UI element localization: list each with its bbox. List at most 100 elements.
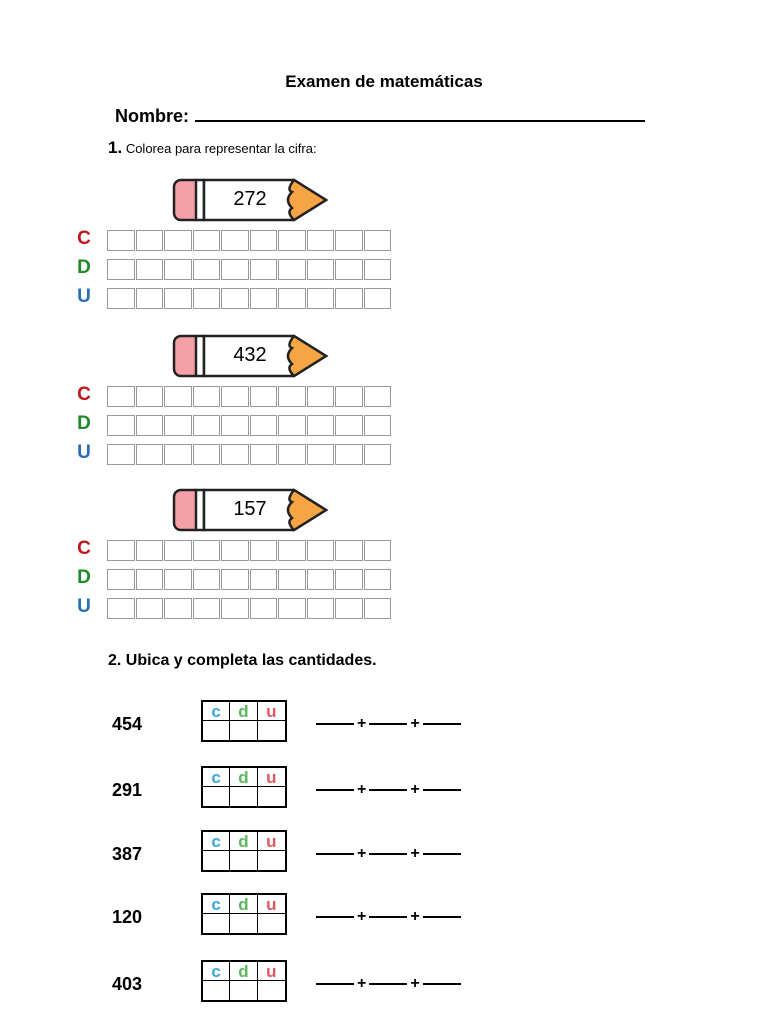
- coloring-cell[interactable]: [335, 259, 363, 280]
- coloring-cell[interactable]: [221, 230, 249, 251]
- cdu-answer-cell[interactable]: [203, 914, 231, 933]
- coloring-cell[interactable]: [192, 598, 220, 619]
- coloring-cell[interactable]: [278, 386, 306, 407]
- answer-blank[interactable]: [422, 789, 461, 791]
- coloring-cell[interactable]: [335, 569, 363, 590]
- coloring-cell[interactable]: [363, 444, 391, 465]
- answer-blank[interactable]: [422, 916, 461, 918]
- coloring-cell[interactable]: [221, 259, 249, 280]
- coloring-cell[interactable]: [249, 540, 277, 561]
- coloring-cell[interactable]: [135, 415, 163, 436]
- answer-blank[interactable]: [422, 983, 461, 985]
- coloring-cell[interactable]: [249, 259, 277, 280]
- coloring-cell[interactable]: [135, 288, 163, 309]
- coloring-cell[interactable]: [278, 259, 306, 280]
- coloring-cell[interactable]: [135, 230, 163, 251]
- coloring-cell[interactable]: [363, 288, 391, 309]
- answer-blank[interactable]: [316, 916, 354, 918]
- coloring-cell[interactable]: [335, 386, 363, 407]
- coloring-cell[interactable]: [335, 288, 363, 309]
- coloring-cell[interactable]: [107, 288, 135, 309]
- coloring-cell[interactable]: [192, 444, 220, 465]
- coloring-cell[interactable]: [107, 598, 135, 619]
- coloring-cell[interactable]: [164, 259, 192, 280]
- coloring-cell[interactable]: [278, 598, 306, 619]
- coloring-cell[interactable]: [335, 415, 363, 436]
- coloring-cell[interactable]: [164, 540, 192, 561]
- coloring-cell[interactable]: [278, 444, 306, 465]
- coloring-cell[interactable]: [164, 230, 192, 251]
- coloring-cell[interactable]: [135, 569, 163, 590]
- answer-blank[interactable]: [369, 916, 408, 918]
- coloring-cell[interactable]: [164, 415, 192, 436]
- coloring-cell[interactable]: [335, 540, 363, 561]
- cdu-answer-cell[interactable]: [230, 914, 258, 933]
- cdu-answer-cell[interactable]: [230, 981, 258, 1000]
- answer-blank[interactable]: [369, 789, 408, 791]
- cdu-answer-cell[interactable]: [203, 981, 231, 1000]
- coloring-cell[interactable]: [192, 259, 220, 280]
- answer-blank[interactable]: [316, 853, 354, 855]
- coloring-cell[interactable]: [107, 444, 135, 465]
- cdu-answer-cell[interactable]: [258, 914, 285, 933]
- coloring-cell[interactable]: [278, 540, 306, 561]
- coloring-cell[interactable]: [192, 415, 220, 436]
- coloring-cell[interactable]: [306, 444, 334, 465]
- coloring-cell[interactable]: [192, 569, 220, 590]
- answer-blank[interactable]: [316, 723, 354, 725]
- coloring-cell[interactable]: [135, 598, 163, 619]
- coloring-cell[interactable]: [107, 569, 135, 590]
- coloring-cell[interactable]: [192, 386, 220, 407]
- coloring-cell[interactable]: [249, 444, 277, 465]
- coloring-cell[interactable]: [192, 230, 220, 251]
- coloring-cell[interactable]: [164, 569, 192, 590]
- coloring-cell[interactable]: [221, 415, 249, 436]
- coloring-cell[interactable]: [221, 444, 249, 465]
- coloring-cell[interactable]: [278, 230, 306, 251]
- answer-blank[interactable]: [369, 853, 408, 855]
- coloring-cell[interactable]: [164, 444, 192, 465]
- answer-blank[interactable]: [316, 983, 354, 985]
- name-blank-line[interactable]: [195, 104, 646, 122]
- coloring-cell[interactable]: [249, 288, 277, 309]
- answer-blank[interactable]: [422, 723, 461, 725]
- coloring-cell[interactable]: [278, 569, 306, 590]
- answer-blank[interactable]: [369, 983, 408, 985]
- answer-blank[interactable]: [369, 723, 408, 725]
- coloring-cell[interactable]: [335, 598, 363, 619]
- coloring-cell[interactable]: [335, 444, 363, 465]
- coloring-cell[interactable]: [306, 540, 334, 561]
- coloring-cell[interactable]: [363, 259, 391, 280]
- coloring-cell[interactable]: [107, 230, 135, 251]
- coloring-cell[interactable]: [306, 569, 334, 590]
- coloring-cell[interactable]: [335, 230, 363, 251]
- answer-blank[interactable]: [316, 789, 354, 791]
- coloring-cell[interactable]: [221, 386, 249, 407]
- cdu-answer-cell[interactable]: [203, 721, 231, 740]
- cdu-answer-cell[interactable]: [230, 721, 258, 740]
- coloring-cell[interactable]: [135, 386, 163, 407]
- coloring-cell[interactable]: [192, 288, 220, 309]
- cdu-answer-cell[interactable]: [258, 981, 285, 1000]
- coloring-cell[interactable]: [107, 415, 135, 436]
- coloring-cell[interactable]: [306, 259, 334, 280]
- coloring-cell[interactable]: [107, 540, 135, 561]
- cdu-answer-cell[interactable]: [203, 851, 231, 870]
- cdu-answer-cell[interactable]: [258, 721, 285, 740]
- coloring-cell[interactable]: [164, 288, 192, 309]
- cdu-answer-cell[interactable]: [203, 787, 231, 806]
- coloring-cell[interactable]: [306, 288, 334, 309]
- coloring-cell[interactable]: [135, 259, 163, 280]
- coloring-cell[interactable]: [306, 598, 334, 619]
- coloring-cell[interactable]: [107, 259, 135, 280]
- coloring-cell[interactable]: [249, 230, 277, 251]
- coloring-cell[interactable]: [306, 386, 334, 407]
- coloring-cell[interactable]: [249, 415, 277, 436]
- coloring-cell[interactable]: [107, 386, 135, 407]
- coloring-cell[interactable]: [363, 598, 391, 619]
- coloring-cell[interactable]: [135, 540, 163, 561]
- cdu-answer-cell[interactable]: [258, 787, 285, 806]
- coloring-cell[interactable]: [249, 598, 277, 619]
- coloring-cell[interactable]: [164, 598, 192, 619]
- coloring-cell[interactable]: [221, 288, 249, 309]
